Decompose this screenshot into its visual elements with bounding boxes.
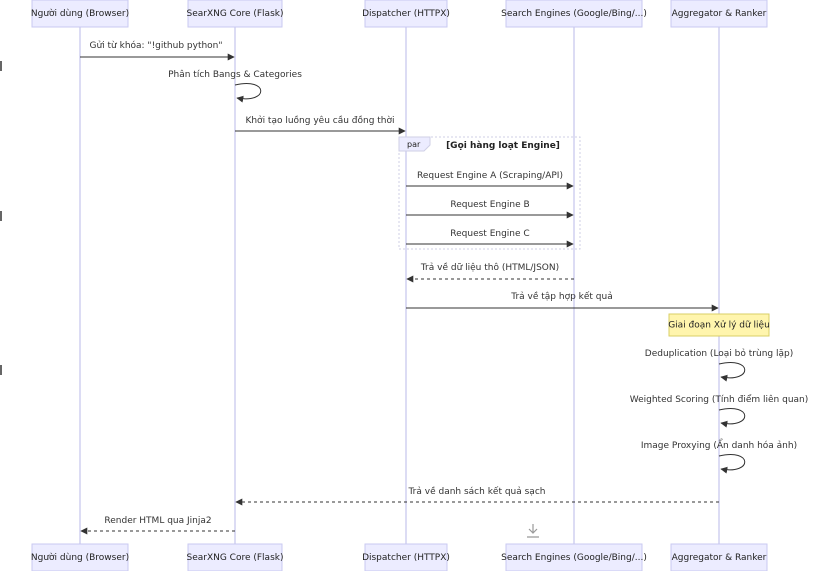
message-13: Render HTML qua Jinja2 — [80, 516, 235, 535]
message-5: Request Engine B — [406, 200, 574, 219]
note: Giai đoạn Xử lý dữ liệu — [668, 313, 770, 337]
actor-label: Dispatcher (HTTPX) — [362, 9, 450, 19]
actor-label: SearXNG Core (Flask) — [186, 9, 283, 19]
message-6: Request Engine C — [406, 229, 574, 248]
actor-dispatcher-bottom: Dispatcher (HTTPX) — [362, 543, 450, 571]
self-arrow — [234, 83, 262, 103]
actor-aggregator-bottom: Aggregator & Ranker — [670, 543, 768, 571]
self-arrow — [718, 454, 746, 474]
actor-engines-bottom: Search Engines (Google/Bing/...) — [501, 543, 647, 571]
edge-mark — [0, 61, 2, 71]
par-title: [Gọi hàng loạt Engine] — [446, 141, 560, 151]
actor-dispatcher-top: Dispatcher (HTTPX) — [362, 0, 450, 28]
actor-label: SearXNG Core (Flask) — [186, 553, 283, 563]
self-arrow — [718, 362, 746, 382]
message-12: Trả về danh sách kết quả sạch — [235, 486, 719, 506]
actor-core-bottom: SearXNG Core (Flask) — [186, 543, 284, 571]
message-label: Request Engine A (Scraping/API) — [417, 171, 563, 181]
self-arrow — [718, 408, 746, 428]
actor-core-top: SearXNG Core (Flask) — [186, 0, 284, 28]
actor-user-bottom: Người dùng (Browser) — [31, 543, 129, 571]
message-label: Deduplication (Loại bỏ trùng lặp) — [645, 348, 793, 359]
message-2: Phân tích Bangs & Categories — [168, 70, 302, 103]
message-8: Trả về tập hợp kết quả — [406, 291, 719, 312]
actor-engines-top: Search Engines (Google/Bing/...) — [501, 0, 647, 28]
actor-label: Người dùng (Browser) — [31, 8, 129, 19]
message-label: Gửi từ khóa: "!github python" — [89, 40, 222, 51]
message-label: Image Proxying (Ẩn danh hóa ảnh) — [641, 438, 797, 451]
message-label: Request Engine C — [450, 229, 529, 239]
message-1: Gửi từ khóa: "!github python" — [80, 40, 235, 61]
message-label: Trả về dữ liệu thô (HTML/JSON) — [420, 262, 559, 273]
message-7: Trả về dữ liệu thô (HTML/JSON) — [406, 262, 574, 283]
download-icon[interactable] — [527, 524, 539, 538]
par-block: par [Gọi hàng loạt Engine] — [398, 136, 581, 250]
message-label: Trả về tập hợp kết quả — [510, 291, 612, 302]
message-3: Khởi tạo luồng yêu cầu đồng thời — [235, 115, 406, 135]
message-label: Render HTML qua Jinja2 — [104, 516, 211, 526]
message-label: Trả về danh sách kết quả sạch — [408, 486, 546, 497]
message-4: Request Engine A (Scraping/API) — [406, 171, 574, 190]
actor-label: Aggregator & Ranker — [672, 553, 767, 563]
actor-user-top: Người dùng (Browser) — [31, 0, 129, 28]
message-label: Phân tích Bangs & Categories — [168, 70, 302, 80]
actor-label: Aggregator & Ranker — [672, 9, 767, 19]
edge-mark — [0, 365, 2, 375]
message-label: Khởi tạo luồng yêu cầu đồng thời — [245, 115, 394, 126]
message-label: Request Engine B — [450, 200, 529, 210]
message-10: Weighted Scoring (Tính điểm liên quan) — [630, 394, 809, 428]
edge-mark — [0, 211, 2, 221]
message-9: Deduplication (Loại bỏ trùng lặp) — [645, 348, 793, 382]
actor-label: Search Engines (Google/Bing/...) — [501, 9, 647, 19]
actor-label: Người dùng (Browser) — [31, 552, 129, 563]
par-tag: par — [407, 140, 421, 149]
message-label: Weighted Scoring (Tính điểm liên quan) — [630, 394, 809, 405]
note-text: Giai đoạn Xử lý dữ liệu — [668, 320, 770, 331]
actor-aggregator-top: Aggregator & Ranker — [670, 0, 768, 28]
message-11: Image Proxying (Ẩn danh hóa ảnh) — [641, 438, 797, 474]
actor-label: Search Engines (Google/Bing/...) — [501, 553, 647, 563]
actor-label: Dispatcher (HTTPX) — [362, 553, 450, 563]
